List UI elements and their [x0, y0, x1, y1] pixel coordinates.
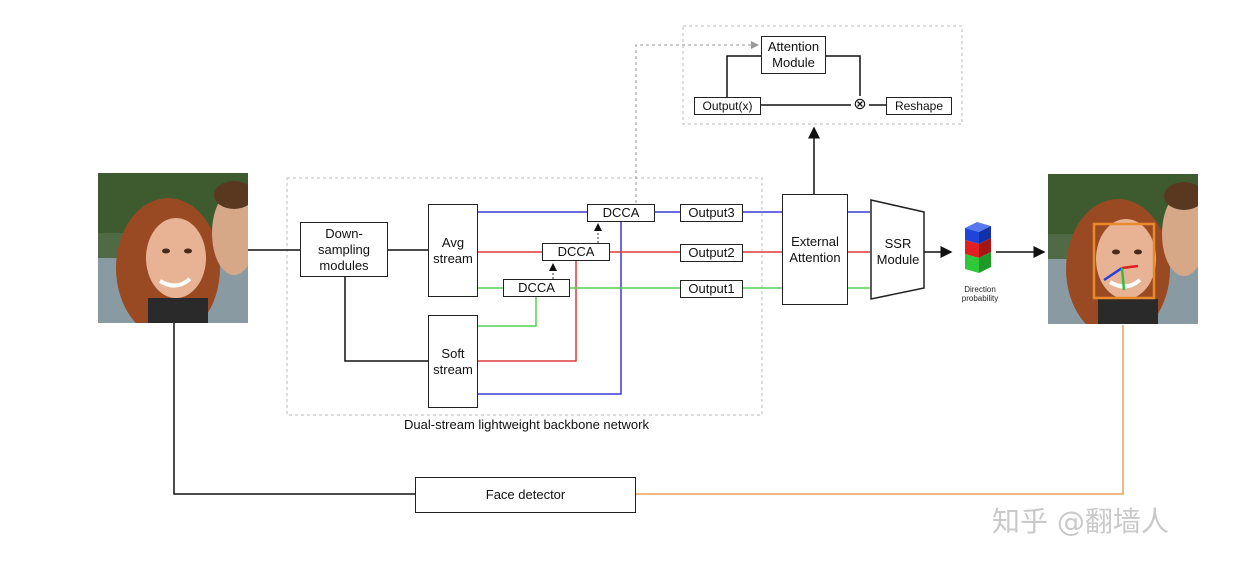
avg-stream-box: Avg stream — [428, 204, 478, 297]
watermark: 知乎 @翻墙人 — [992, 505, 1169, 538]
output-x-box: Output(x) — [694, 97, 761, 115]
edge-dcca3-to-attention — [635, 41, 759, 203]
attention-module-box: Attention Module — [761, 36, 826, 74]
output-face-photo-with-pose-axes — [1048, 174, 1198, 324]
output3-box: Output3 — [680, 204, 743, 222]
downsampling-modules-box: Down- sampling modules — [300, 222, 388, 277]
input-face-photo — [98, 173, 248, 323]
edge-face-detector-to-output — [636, 325, 1124, 495]
output1-box: Output1 — [680, 280, 743, 298]
external-attention-box: External Attention — [782, 194, 848, 305]
edge-outputx-to-attention — [726, 55, 761, 97]
edge-downsampling-to-soft — [344, 276, 428, 362]
ssr-module-label: SSR Module — [876, 236, 920, 267]
attention-group-box — [682, 25, 963, 125]
face-detector-box: Face detector — [415, 477, 636, 513]
output2-box: Output2 — [680, 244, 743, 262]
reshape-box: Reshape — [886, 97, 952, 115]
edge-input-to-face-detector — [173, 323, 415, 495]
edge-soft-to-dcca3 — [477, 221, 622, 395]
dcca-block-3: DCCA — [587, 204, 655, 222]
soft-stream-box: Soft stream — [428, 315, 478, 408]
output-photo-art — [1048, 174, 1198, 324]
edge-attention-to-multiply — [826, 55, 861, 98]
edge-soft-to-dcca2 — [477, 261, 577, 362]
direction-probability-label: Direction probability — [961, 285, 999, 303]
edge-soft-to-dcca1 — [477, 297, 537, 327]
direction-probability-cube-icon — [965, 222, 991, 273]
backbone-group-box — [286, 177, 763, 416]
dcca-block-1: DCCA — [503, 279, 570, 297]
backbone-caption: Dual-stream lightweight backbone network — [404, 417, 649, 432]
input-photo-art — [98, 173, 248, 323]
multiply-operator: ⊗ — [851, 96, 869, 114]
ssr-module-shape — [870, 199, 925, 300]
dcca-block-2: DCCA — [542, 243, 610, 261]
